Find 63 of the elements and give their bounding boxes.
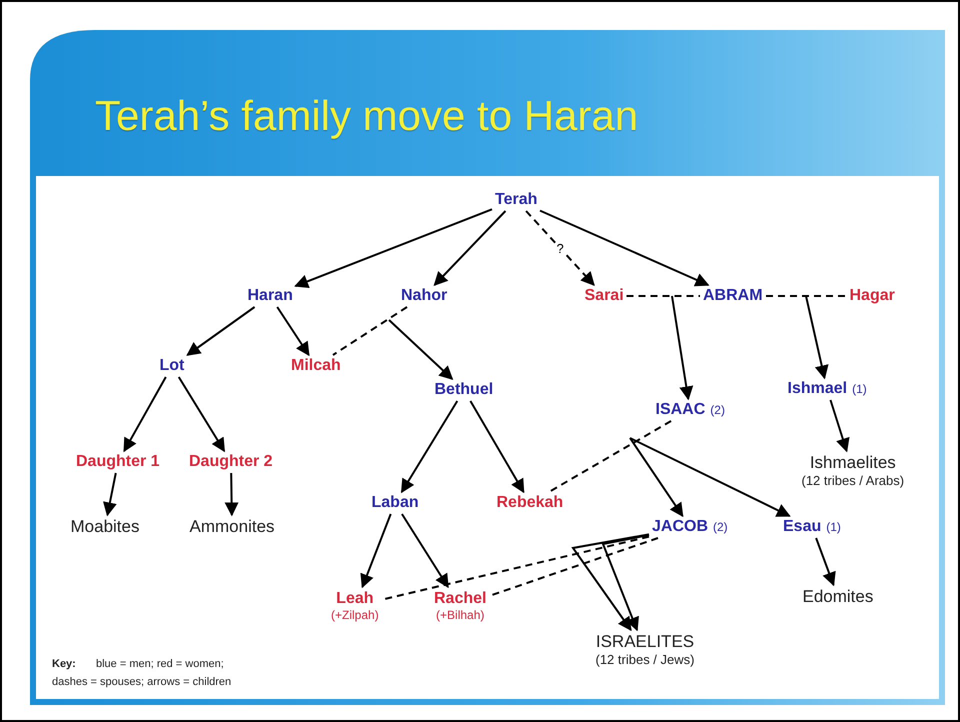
arrow — [571, 533, 650, 632]
people-name: Moabites — [70, 517, 140, 537]
spouse-line — [626, 295, 700, 297]
man-name: Nahor — [401, 287, 448, 305]
note-text: (12 tribes / Jews) — [596, 652, 694, 668]
arrow — [401, 513, 449, 588]
arrow — [434, 210, 506, 286]
woman-name: Rachel — [434, 589, 486, 608]
arrow — [400, 400, 458, 494]
man-name: Laban — [372, 494, 419, 512]
arrow — [805, 296, 829, 380]
man-name: Haran — [248, 287, 293, 305]
arrow — [103, 472, 117, 516]
slide-title: Terah’s family move to Haran — [95, 92, 638, 140]
man-name: Terah — [495, 191, 538, 209]
arrow — [224, 472, 239, 516]
man-name: Lot — [160, 357, 184, 375]
spouse-line — [332, 306, 408, 356]
arrow — [602, 534, 650, 632]
count-note: (+Zilpah) — [331, 608, 379, 623]
arrow — [470, 400, 524, 494]
key-text: blue = men; red = women; — [96, 658, 224, 670]
people-name: Ammonites — [190, 517, 275, 537]
arrow — [360, 514, 392, 588]
woman-name: Sarai — [584, 287, 624, 305]
count-note: (2) — [710, 403, 725, 417]
people-name: ISRAELITES — [596, 632, 694, 652]
arrow — [123, 376, 167, 452]
spouse-line — [766, 295, 846, 297]
count-note: (+Bilhah) — [436, 608, 484, 623]
arrow — [178, 376, 226, 452]
woman-name: Daughter 1 — [76, 453, 160, 471]
arrow — [830, 400, 850, 452]
arrow — [630, 437, 791, 517]
people-name: Edomites — [802, 587, 874, 607]
arrow — [540, 210, 710, 286]
arrow — [525, 210, 595, 286]
people-name: Ishmaelites — [810, 453, 896, 474]
key-heading: Key: — [52, 658, 76, 670]
man-name: Bethuel — [434, 381, 494, 399]
arrow — [629, 437, 684, 518]
arrow — [294, 208, 492, 288]
key-text: dashes = spouses; arrows = children — [52, 676, 232, 688]
arrow — [276, 306, 310, 356]
arrow — [815, 538, 836, 586]
arrow — [388, 319, 454, 380]
woman-name: Daughter 2 — [189, 453, 273, 471]
woman-name: Leah — [336, 589, 374, 608]
count-note: (1) — [826, 520, 841, 534]
spouse-line — [548, 420, 672, 493]
count-note: (2) — [713, 520, 728, 534]
count-note: (1) — [852, 382, 867, 396]
woman-name: Hagar — [850, 287, 895, 305]
man-name: ABRAM — [703, 287, 763, 305]
man-name: Ishmael — [788, 380, 848, 398]
man-name: JACOB — [652, 518, 708, 536]
man-name: ISAAC — [656, 401, 706, 419]
arrow — [671, 296, 694, 400]
woman-name: Milcah — [291, 357, 341, 375]
man-name: Esau — [783, 518, 822, 536]
arrow — [186, 306, 256, 356]
note-text: (12 tribes / Arabs) — [802, 473, 904, 489]
woman-name: Rebekah — [496, 494, 564, 512]
